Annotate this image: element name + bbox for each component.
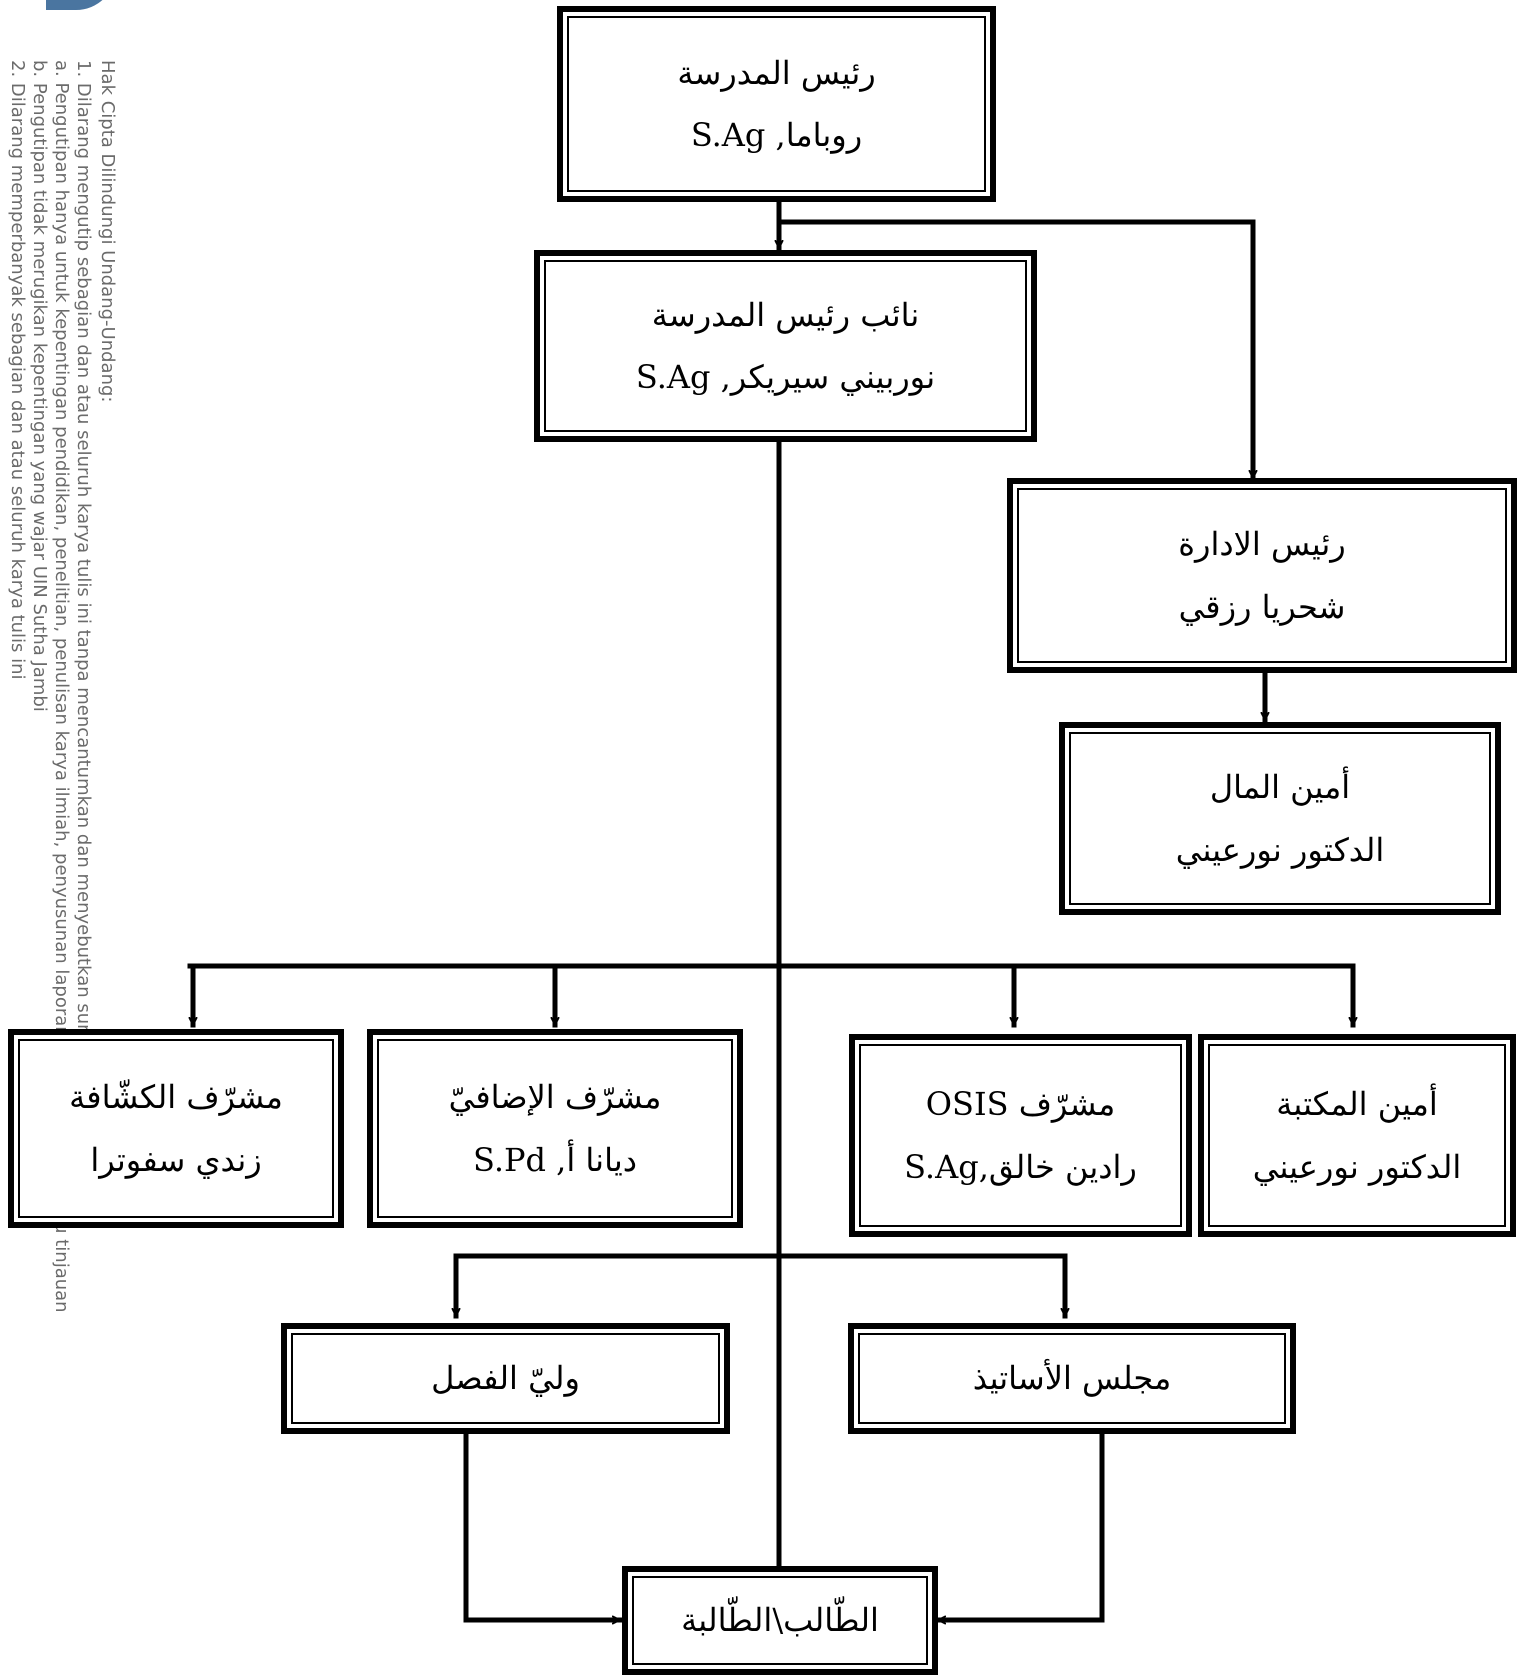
watermark: Hak Cipta Dilindungi Undang-Undang: 1. D… [0,0,130,1675]
watermark-line: Hak Cipta Dilindungi Undang-Undang: [97,60,118,403]
watermark-line: a. Pengutipan hanya untuk kepentingan pe… [51,60,72,1313]
connector-guardian-students [463,1429,623,1620]
extra-supervisor-box: مشرّف الإضافيّ ديانا أ, S.Pd [367,1029,743,1228]
university-logo [46,0,116,10]
osis-supervisor-box: مشرّف OSIS رادين خالق,S.Ag [849,1034,1192,1237]
treasurer-name: الدكتور نورعيني [1175,830,1385,869]
scout-supervisor-box: مشرّف الكشّافة زندي سفوترا [8,1029,344,1228]
osis-supervisor-title: مشرّف OSIS [925,1085,1116,1124]
osis-supervisor-name: رادين خالق,S.Ag [904,1147,1137,1186]
class-guardian-label: وليّ الفصل [431,1359,580,1398]
watermark-line: b. Pengutipan tidak merugikan kepentinga… [29,60,50,712]
admin-head-name: شحريا رزقي [1178,587,1346,626]
connector-council-students [935,1429,1105,1620]
librarian-title: أمين المكتبة [1276,1085,1438,1124]
headmaster-name: روباما, S.Ag [690,116,863,154]
librarian-name: الدكتور نورعيني [1252,1147,1462,1186]
scout-supervisor-title: مشرّف الكشّافة [69,1078,283,1117]
librarian-box: أمين المكتبة الدكتور نورعيني [1198,1034,1516,1237]
scout-supervisor-name: زندي سفوترا [90,1140,262,1179]
admin-head-title: رئيس الادارة [1178,525,1346,564]
treasurer-box: أمين المال الدكتور نورعيني [1059,722,1501,915]
watermark-line: 1. Dilarang mengutip sebagian dan atau s… [73,60,94,1114]
headmaster-box: رئيس المدرسة روباما, S.Ag [557,6,996,202]
class-guardian-box: وليّ الفصل [281,1323,730,1434]
watermark-line: 2. Dilarang memperbanyak sebagian dan at… [7,60,28,680]
students-box: الطّالب\الطّالبة [622,1566,938,1675]
vice-headmaster-name: نوربيني سيريكر, S.Ag [635,358,936,396]
teachers-council-label: مجلس الأساتيذ [972,1359,1172,1398]
vice-headmaster-title: نائب رئيس المدرسة [651,295,920,334]
extra-supervisor-title: مشرّف الإضافيّ [448,1078,662,1117]
connector-headmaster-admin [776,219,1253,481]
students-label: الطّالب\الطّالبة [681,1601,879,1640]
headmaster-title: رئيس المدرسة [677,53,876,92]
vice-headmaster-box: نائب رئيس المدرسة نوربيني سيريكر, S.Ag [534,250,1037,442]
admin-head-box: رئيس الادارة شحريا رزقي [1007,478,1517,673]
extra-supervisor-name: ديانا أ, S.Pd [473,1140,637,1179]
treasurer-title: أمين المال [1209,768,1351,807]
teachers-council-box: مجلس الأساتيذ [848,1323,1296,1434]
